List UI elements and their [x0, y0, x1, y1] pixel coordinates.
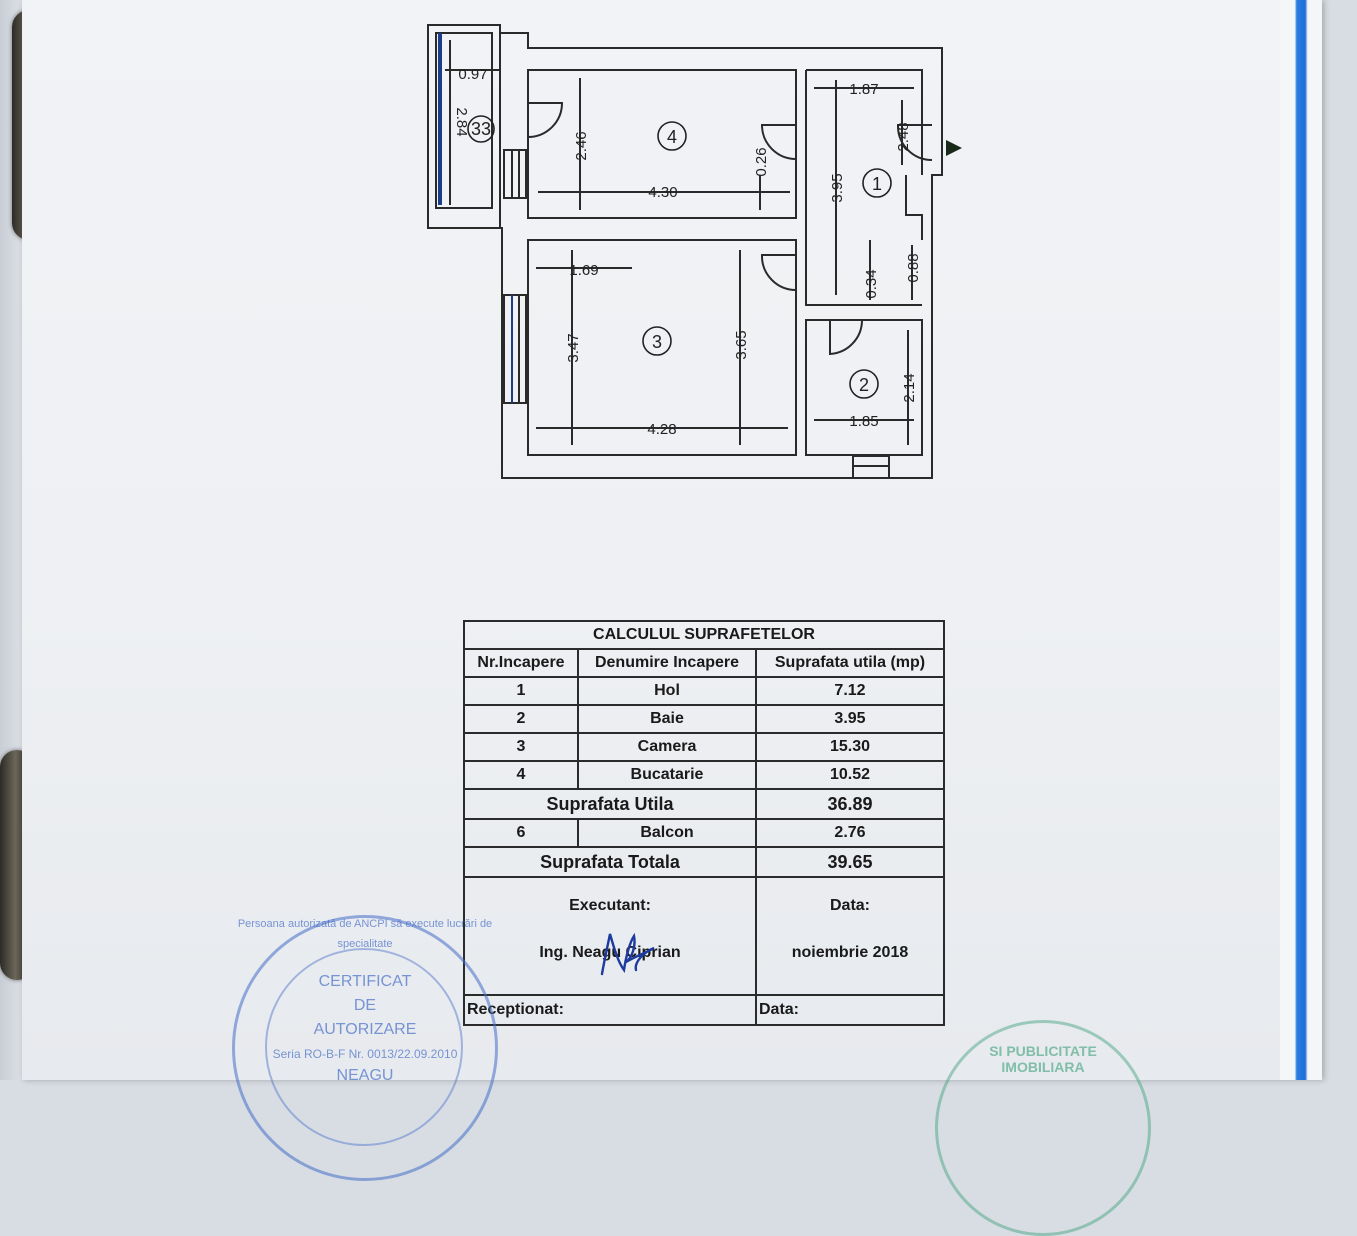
row-nr: 2: [463, 704, 579, 734]
received-label: Receptionat:: [463, 994, 757, 1026]
row-area: 3.95: [755, 704, 945, 734]
dim-4-30: 4.30: [648, 184, 677, 201]
room-4-number: 4: [667, 127, 677, 147]
signature-labels-row: Executant: Data:: [463, 876, 945, 934]
row-nr: 6: [463, 818, 579, 848]
table-header-row: Nr.Incapere Denumire Incapere Suprafata …: [463, 648, 945, 678]
blue-folder-edge: [1280, 0, 1322, 1080]
dim-2-14: 2.14: [901, 373, 918, 402]
authorization-stamp: CERTIFICAT DE AUTORIZARE Seria RO-B-F Nr…: [232, 915, 498, 1181]
header-name: Denumire Incapere: [577, 648, 757, 678]
room-4-marker: [657, 121, 687, 151]
plan-outer-wall: [499, 32, 943, 479]
balcony-inner: [435, 32, 493, 209]
dim-3-47: 3.47: [565, 333, 582, 362]
land-registry-stamp: SI PUBLICITATE IMOBILIARA: [935, 1020, 1151, 1236]
kitchen-window: [503, 149, 527, 199]
header-nr: Nr.Incapere: [463, 648, 579, 678]
dim-4-28: 4.28: [647, 421, 676, 438]
row-name: Baie: [577, 704, 757, 734]
floor-plan: 33 4 3 1 2 0.97 2.84 2.46 4.30 0.26 1.87…: [427, 24, 962, 479]
subtotal-row: Suprafata Utila 36.89: [463, 788, 945, 820]
dim-0-97: 0.97: [458, 66, 487, 83]
room-3-window: [503, 294, 527, 404]
room-3-number: 3: [652, 332, 662, 352]
row-name: Camera: [577, 732, 757, 762]
door-balcony: [527, 102, 564, 138]
dim-1-87: 1.87: [849, 81, 878, 98]
dim-3-65: 3.65: [733, 330, 750, 359]
stamp-ring-text: Persoana autorizată de ANCPI să execute …: [237, 918, 493, 950]
room-2-marker: [849, 369, 879, 399]
door-entrance: [896, 124, 933, 161]
room-33-marker: [467, 115, 495, 143]
table-title: CALCULUL SUPRAFETELOR: [463, 620, 945, 650]
dim-0-88: 0.88: [905, 253, 922, 282]
received-date-label: Data:: [755, 994, 945, 1026]
row-name: Hol: [577, 676, 757, 706]
date-label: Data:: [755, 876, 945, 934]
stamp-line-1: CERTIFICAT: [318, 973, 412, 990]
room-3-walls: [527, 239, 797, 456]
room-3-marker: [642, 326, 672, 356]
room-4-walls: [527, 69, 797, 219]
dim-2-48: 2.48: [895, 122, 912, 151]
row-name: Balcon: [577, 818, 757, 848]
dim-1-85: 1.85: [849, 413, 878, 430]
table-row: 3 Camera 15.30: [463, 732, 945, 762]
room-2-number: 2: [859, 375, 869, 395]
stamp-line-4: Seria RO-B-F Nr. 0013/22.09.2010: [272, 1047, 458, 1061]
door-room3: [760, 254, 797, 291]
dim-0-26: 0.26: [753, 147, 770, 176]
signature-values-row: Ing. Neagu Ciprian noiembrie 2018: [463, 934, 945, 996]
date-value: noiembrie 2018: [755, 934, 945, 996]
subtotal-label: Suprafata Utila: [463, 788, 757, 820]
room-1-marker: [862, 168, 892, 198]
row-nr: 4: [463, 760, 579, 790]
table-row: 2 Baie 3.95: [463, 704, 945, 734]
balcony-row: 6 Balcon 2.76: [463, 818, 945, 848]
dim-2-46: 2.46: [573, 131, 590, 160]
door-kitchen: [760, 124, 797, 160]
door-bath: [829, 319, 864, 356]
row-name: Bucatarie: [577, 760, 757, 790]
balcony-outline: [427, 24, 501, 229]
stamp-line-5: NEAGU: [336, 1067, 394, 1084]
row-area: 15.30: [755, 732, 945, 762]
surface-calculation-table: CALCULUL SUPRAFETELOR Nr.Incapere Denumi…: [463, 620, 945, 1026]
room-1-number: 1: [872, 174, 882, 194]
row-area: 7.12: [755, 676, 945, 706]
total-value: 39.65: [755, 846, 945, 878]
room-1-walls: [805, 69, 923, 306]
executant-name: Ing. Neagu Ciprian: [463, 934, 757, 996]
row-area: 2.76: [755, 818, 945, 848]
entrance-arrow-icon: [946, 140, 962, 156]
header-area: Suprafata utila (mp): [755, 648, 945, 678]
dim-1-69: 1.69: [569, 262, 598, 279]
row-nr: 3: [463, 732, 579, 762]
stamp2-text: SI PUBLICITATE IMOBILIARA: [989, 1043, 1097, 1075]
stamp-line-3: AUTORIZARE: [313, 1021, 417, 1038]
received-row: Receptionat: Data:: [463, 994, 945, 1026]
room-33-number: 33: [471, 119, 491, 139]
executant-label: Executant:: [463, 876, 757, 934]
dim-3-95: 3.95: [829, 173, 846, 202]
row-nr: 1: [463, 676, 579, 706]
table-row: 4 Bucatarie 10.52: [463, 760, 945, 790]
dim-0-34: 0.34: [863, 269, 880, 298]
total-row: Suprafata Totala 39.65: [463, 846, 945, 878]
row-area: 10.52: [755, 760, 945, 790]
total-label: Suprafata Totala: [463, 846, 757, 878]
dim-2-84: 2.84: [453, 107, 470, 136]
subtotal-value: 36.89: [755, 788, 945, 820]
table-row: 1 Hol 7.12: [463, 676, 945, 706]
stamp-line-2: DE: [353, 997, 377, 1014]
